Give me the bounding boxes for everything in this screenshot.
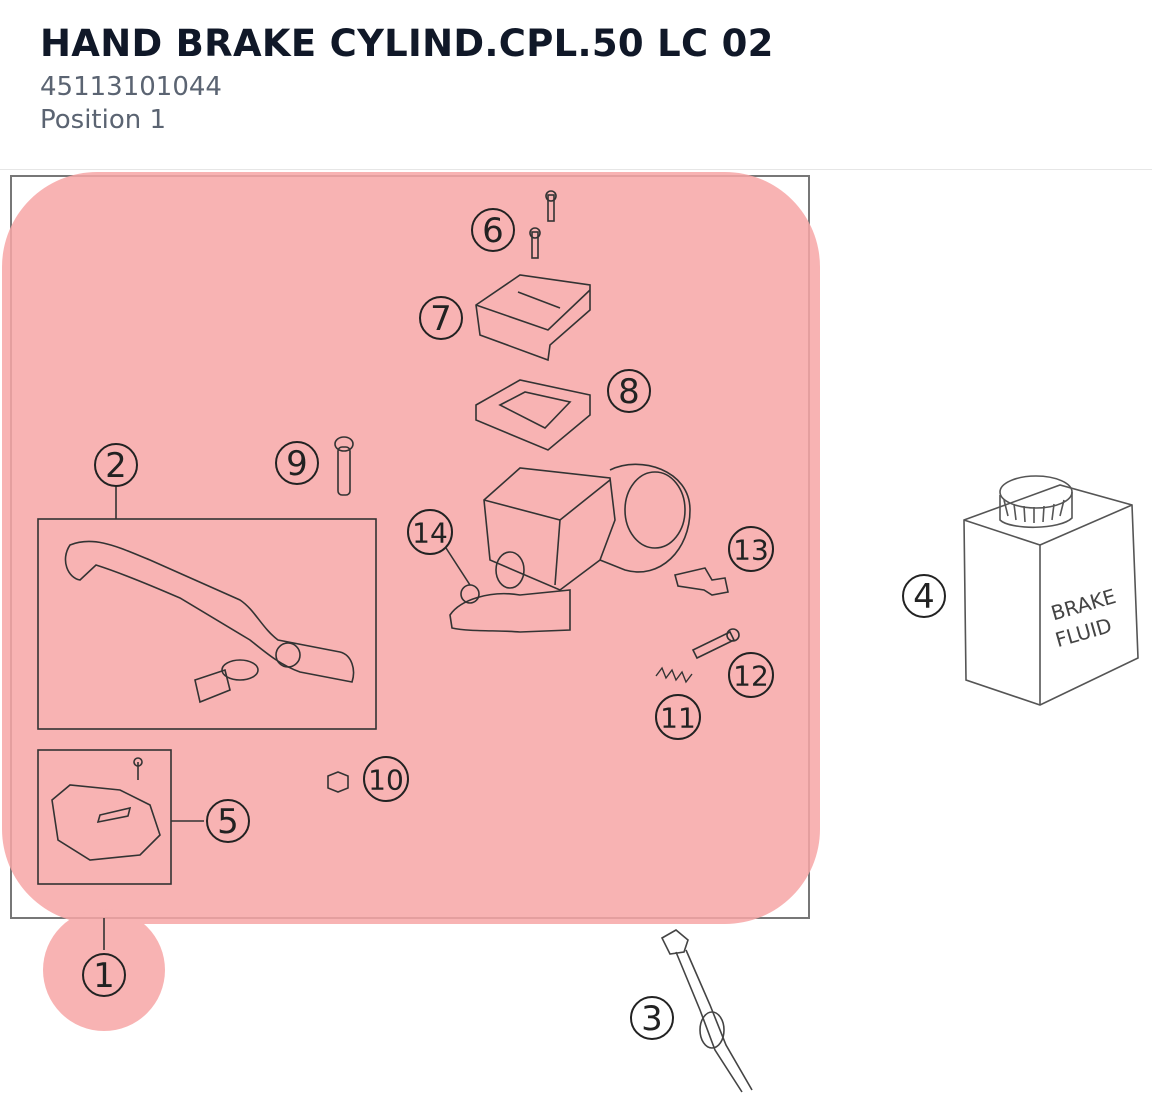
part-13-pin[interactable] bbox=[674, 567, 729, 596]
position-highlight[interactable] bbox=[2, 172, 820, 1031]
callout-2[interactable]: 2 bbox=[105, 446, 127, 486]
callout-11-circle[interactable] bbox=[655, 694, 701, 740]
callout-8[interactable]: 8 bbox=[618, 372, 640, 412]
part-number: 45113101044 bbox=[40, 72, 222, 102]
callout-7-circle[interactable] bbox=[419, 296, 463, 340]
callout-11[interactable]: 11 bbox=[660, 702, 696, 735]
callout-13-circle[interactable] bbox=[728, 526, 774, 572]
part-10-nut[interactable] bbox=[327, 771, 349, 793]
callout-6[interactable]: 6 bbox=[482, 211, 504, 251]
callout-9-circle[interactable] bbox=[275, 441, 319, 485]
callout-6-circle[interactable] bbox=[471, 208, 515, 252]
callout-13[interactable]: 13 bbox=[733, 534, 769, 567]
callout-2-circle[interactable] bbox=[94, 443, 138, 487]
callout-14-leader bbox=[445, 547, 471, 586]
exploded-parts-diagram: BRAKE FLUID 1 2 3 4 5 6 7 8 9 10 11 12 1… bbox=[2, 172, 1139, 1093]
position-label: Position 1 bbox=[40, 105, 167, 135]
callout-12[interactable]: 12 bbox=[733, 660, 769, 693]
callout-14[interactable]: 14 bbox=[412, 517, 448, 550]
callout-14-circle[interactable] bbox=[407, 509, 453, 555]
part-5-cover[interactable] bbox=[37, 749, 204, 885]
callout-5[interactable]: 5 bbox=[217, 802, 239, 842]
part-14-cylinder-body[interactable] bbox=[449, 463, 691, 633]
part-8-gasket[interactable] bbox=[475, 379, 591, 451]
callout-1[interactable]: 1 bbox=[93, 956, 115, 996]
callout-4-circle[interactable] bbox=[902, 574, 946, 618]
callout-8-circle[interactable] bbox=[607, 369, 651, 413]
part-title: HAND BRAKE CYLIND.CPL.50 LC 02 bbox=[40, 22, 774, 65]
part-4-brake-fluid-bottle[interactable] bbox=[963, 475, 1139, 706]
callout-10[interactable]: 10 bbox=[368, 764, 404, 797]
callout-5-circle[interactable] bbox=[206, 799, 250, 843]
callout-4[interactable]: 4 bbox=[913, 577, 935, 617]
callout-3[interactable]: 3 bbox=[641, 999, 663, 1039]
part-7-cap[interactable] bbox=[475, 274, 591, 362]
callout-7[interactable]: 7 bbox=[430, 299, 452, 339]
part-11-spring[interactable] bbox=[655, 666, 693, 684]
callout-3-circle[interactable] bbox=[630, 996, 674, 1040]
part-12-screw[interactable] bbox=[691, 628, 740, 660]
part-2-lever[interactable] bbox=[37, 485, 377, 730]
callout-9[interactable]: 9 bbox=[286, 444, 308, 484]
callout-10-circle[interactable] bbox=[363, 756, 409, 802]
callout-12-circle[interactable] bbox=[728, 652, 774, 698]
callout-1-circle[interactable] bbox=[82, 953, 126, 997]
part-6-screws[interactable] bbox=[529, 190, 557, 259]
page-header: HAND BRAKE CYLIND.CPL.50 LC 02 451131010… bbox=[0, 0, 1152, 170]
part-9-bolt[interactable] bbox=[334, 436, 354, 496]
part-3-hose[interactable] bbox=[660, 929, 753, 1093]
